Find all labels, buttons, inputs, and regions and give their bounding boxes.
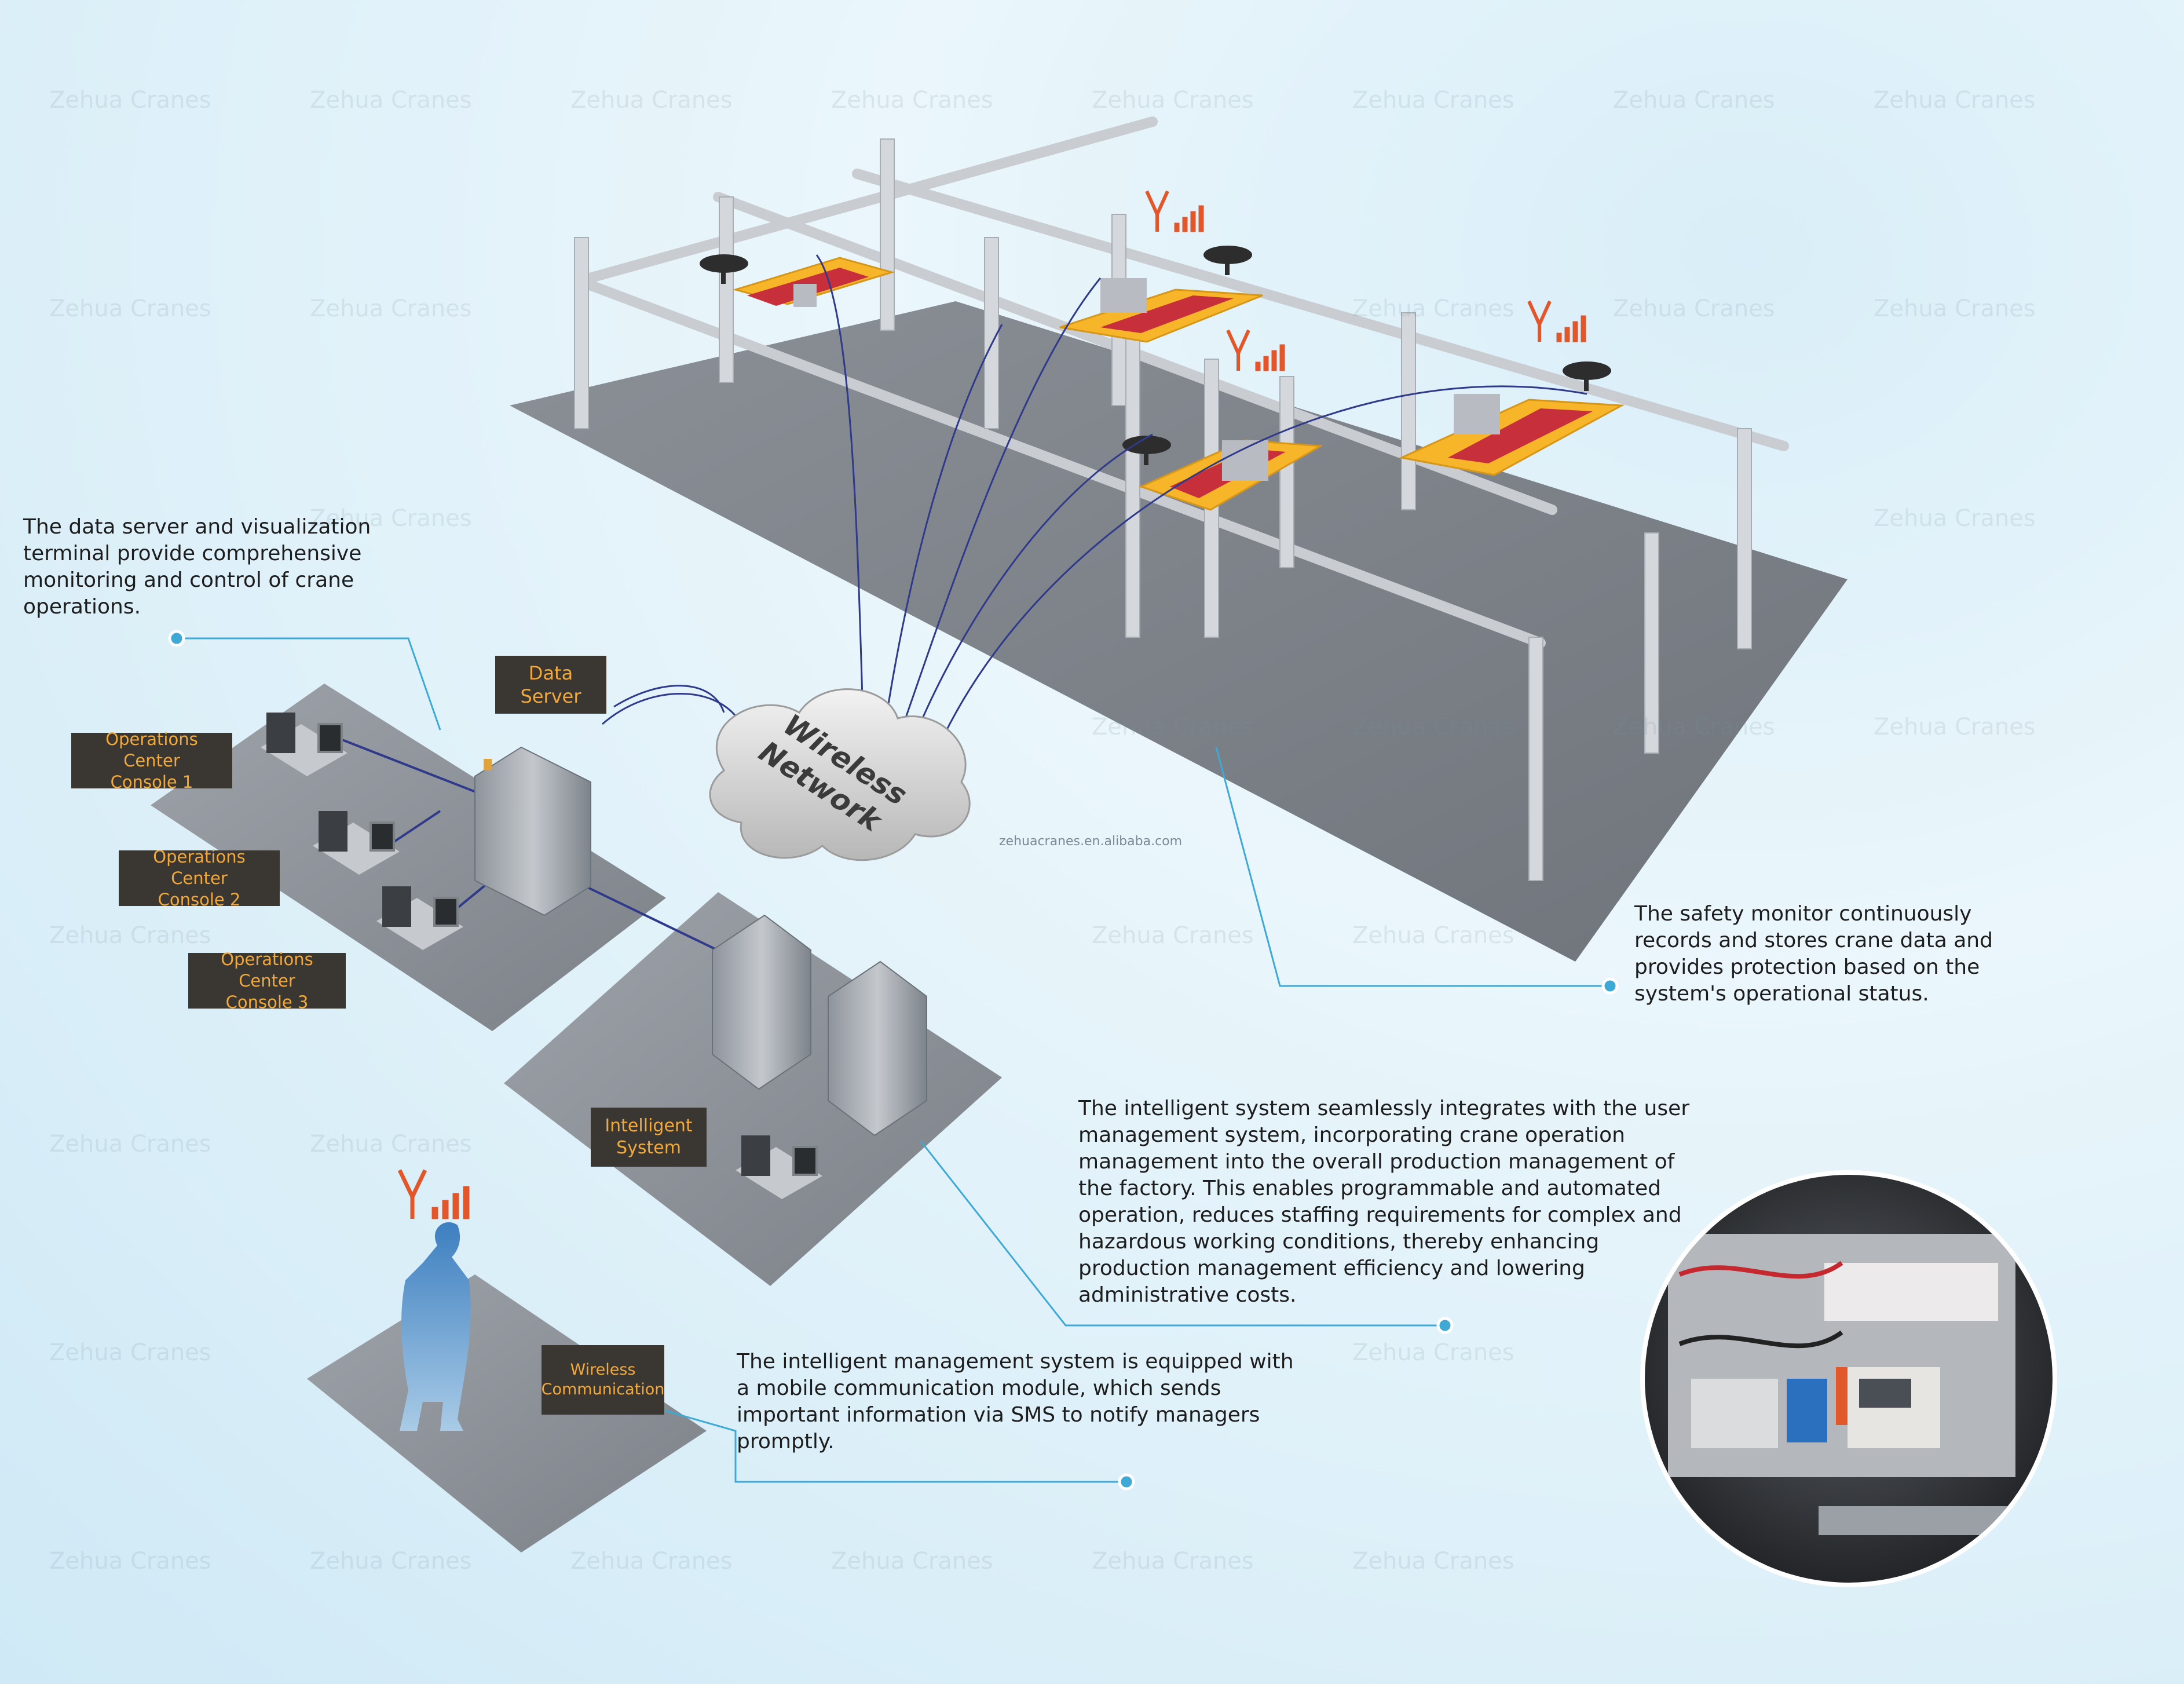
wireless-links [602, 254, 1587, 748]
note-intelligent-system: The intelligent system seamlessly integr… [1078, 1097, 1690, 1307]
watermark: Zehua Cranes [1613, 295, 1775, 322]
website-url: zehuacranes.en.alibaba.com [999, 834, 1183, 849]
watermark: Zehua Cranes [49, 1548, 211, 1575]
note-safety-monitor: The safety monitor continuously records … [1634, 902, 1993, 1006]
crane-2 [1059, 246, 1263, 343]
watermark: Zehua Cranes [49, 1131, 211, 1157]
intelligent-system-pad [504, 892, 1002, 1286]
watermark: Zehua Cranes [310, 1548, 472, 1575]
watermark: Zehua Cranes [1874, 714, 2036, 740]
watermark: Zehua Cranes [49, 87, 211, 114]
watermark: Zehua Cranes [1352, 1548, 1514, 1575]
watermark: Zehua Cranes [1613, 87, 1775, 114]
watermark: Zehua Cranes [49, 922, 211, 949]
watermark: Zehua Cranes [1092, 87, 1254, 114]
watermark: Zehua Cranes [1352, 714, 1514, 740]
watermark: Zehua Cranes [570, 1548, 733, 1575]
watermark: Zehua Cranes [49, 1339, 211, 1366]
control-panel-photo [1640, 1170, 2057, 1587]
callout-lines [177, 637, 1610, 1483]
note-data-server: The data server and visualization termin… [23, 515, 371, 619]
data-server-cabinet [474, 746, 591, 916]
watermark: Zehua Cranes [1352, 922, 1514, 949]
watermark: Zehua Cranes [310, 295, 472, 322]
watermark: Zehua Cranes [1352, 295, 1514, 322]
watermark: Zehua Cranes [1092, 714, 1254, 740]
crane-3 [1122, 436, 1323, 511]
crane-1 [700, 254, 895, 307]
watermark: Zehua Cranes [310, 87, 472, 114]
watermark: Zehua Cranes [1092, 922, 1254, 949]
note-mobile-module: The intelligent management system is equ… [737, 1350, 1294, 1453]
workstations [261, 713, 822, 1199]
watermark: Zehua Cranes [49, 295, 211, 322]
watermark: Zehua Cranes [1874, 505, 2036, 532]
crane-4 [1399, 361, 1625, 476]
signal-antenna-icon [397, 190, 1586, 1219]
watermark: Zehua Cranes [1874, 87, 2036, 114]
watermark: Zehua Cranes [570, 87, 733, 114]
watermark: Zehua Cranes [1874, 295, 2036, 322]
wireless-network-cloud [709, 688, 971, 861]
manager-on-phone-figure [400, 1222, 471, 1431]
watermark: Zehua Cranes [831, 1548, 993, 1575]
watermark: Zehua Cranes [1352, 1339, 1514, 1366]
factory-floor [510, 301, 1848, 962]
watermark: Zehua Cranes [1613, 714, 1775, 740]
callout-dots [168, 630, 1619, 1491]
intelligent-system-cabinets [712, 914, 927, 1137]
watermark: Zehua Cranes [310, 1131, 472, 1157]
operations-center-pad [151, 684, 666, 1031]
watermark: Zehua Cranes [831, 87, 993, 114]
watermark: Zehua Cranes [1092, 1548, 1254, 1575]
watermark: Zehua Cranes [1352, 87, 1514, 114]
watermark: Zehua Cranes [310, 505, 472, 532]
